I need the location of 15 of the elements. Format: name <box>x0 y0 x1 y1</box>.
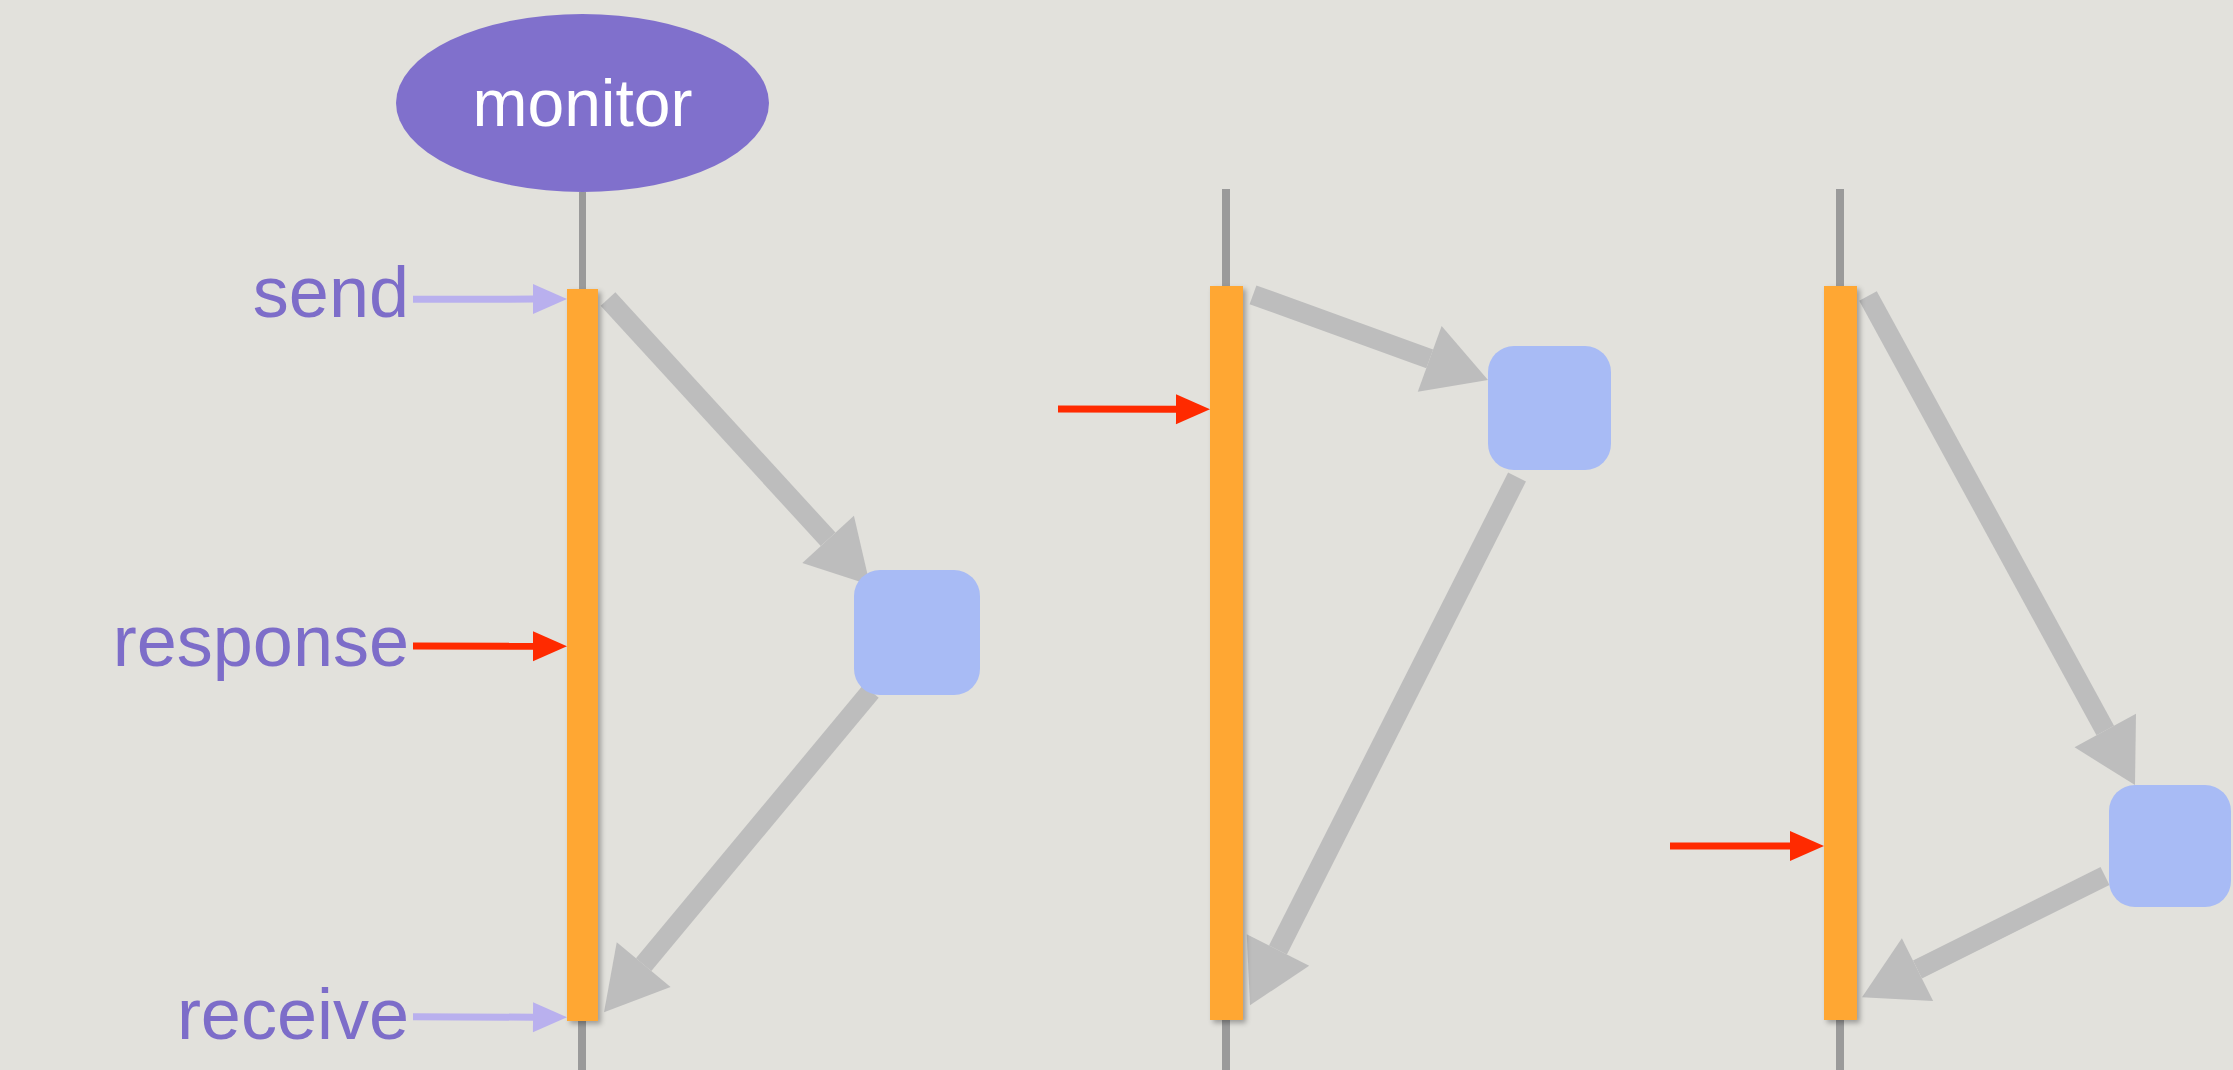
process-box <box>1488 346 1611 470</box>
label-text: receive <box>100 978 409 1054</box>
label-text: send <box>200 256 409 332</box>
activation-bar <box>1824 286 1857 1020</box>
activation-bar <box>567 289 598 1021</box>
process-box <box>854 570 980 695</box>
label-text: response <box>10 605 409 681</box>
arrow <box>1862 867 2110 1001</box>
arrow <box>1859 291 2136 785</box>
arrow <box>1246 472 1526 1006</box>
arrow <box>1249 285 1488 392</box>
process-box <box>2109 785 2231 907</box>
monitor-ellipse: monitor <box>396 14 769 192</box>
lifeline <box>579 192 586 289</box>
activation-bar <box>1210 286 1243 1020</box>
